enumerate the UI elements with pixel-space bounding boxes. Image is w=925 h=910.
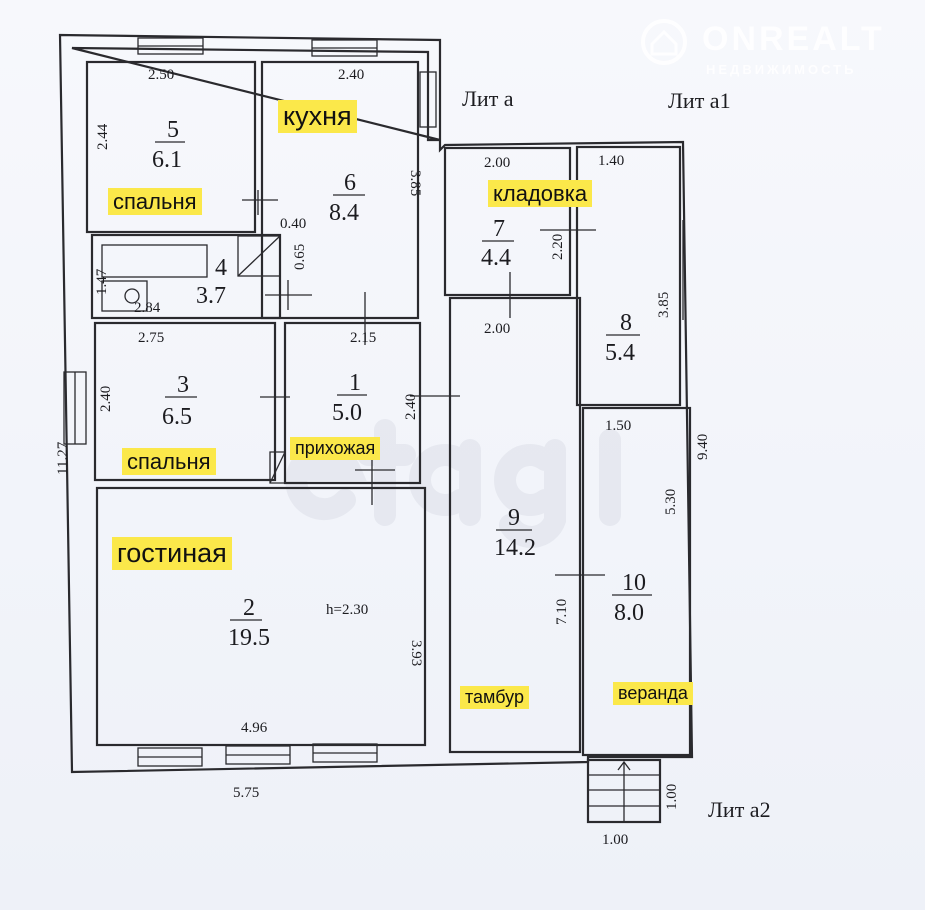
dimensions: 2.50 2.40 2.44 3.85 0.40 0.65 1.47 2.84 …: [55, 67, 711, 848]
dim: 1.00: [602, 832, 628, 848]
dim: 5.30: [663, 489, 679, 515]
dim: 1.00: [664, 784, 680, 810]
brand-text: ONREALT: [702, 20, 885, 58]
room-label-veranda: веранда: [613, 682, 693, 705]
dim: 0.65: [292, 244, 308, 270]
lit-a2-label: Лит а2: [708, 797, 771, 822]
dim: 1.50: [605, 418, 631, 434]
dim: 2.40: [403, 394, 419, 420]
room-8-area: 5.4: [605, 340, 635, 366]
dim: 2.84: [134, 300, 161, 316]
dim: 2.40: [98, 386, 114, 412]
room-label-hallway: прихожая: [290, 437, 381, 460]
dim: 2.50: [148, 67, 174, 83]
room-4-number: 4: [215, 255, 227, 281]
dim: 11.27: [55, 441, 71, 475]
dim: 2.20: [550, 234, 566, 260]
room-numbers: 5 6.1 6 8.4 4 3.7 3 6.5 1 5.0 2 19.5 h=2…: [152, 117, 652, 651]
walls: [58, 33, 694, 824]
room-10-area: 8.0: [614, 600, 644, 626]
dim: 2.75: [138, 330, 164, 346]
dim: 7.10: [554, 599, 570, 625]
dim: 3.85: [656, 292, 672, 318]
dim: 9.40: [695, 434, 711, 460]
dim: 5.75: [233, 785, 259, 801]
dim: 3.85: [407, 170, 423, 196]
dim: 2.40: [338, 67, 364, 83]
room-label-storage: кладовка: [488, 180, 593, 208]
room-2-area: 19.5: [228, 625, 270, 651]
dim: 0.40: [280, 216, 306, 232]
dim: 2.00: [484, 321, 510, 337]
dim: 2.15: [350, 330, 376, 346]
dim: 4.96: [241, 720, 268, 736]
room-2-number: 2: [243, 595, 255, 621]
ceiling-height: h=2.30: [326, 602, 368, 618]
room-5-area: 6.1: [152, 147, 182, 173]
onrealt-logo: ONREALT НЕДВИЖИМОСТЬ: [640, 18, 882, 77]
room-9-number: 9: [508, 505, 520, 531]
dim: 1.40: [598, 153, 624, 169]
dim: 1.47: [94, 268, 110, 295]
room-6-number: 6: [344, 170, 356, 196]
room-label-vestibule: тамбур: [460, 686, 529, 709]
room-10-number: 10: [622, 570, 646, 596]
room-1-number: 1: [349, 370, 361, 396]
room-3-number: 3: [177, 372, 189, 398]
room-label-bedroom-3: спальня: [122, 448, 216, 476]
room-label-kitchen: кухня: [278, 100, 357, 134]
room-4-area: 3.7: [196, 283, 226, 309]
room-6-area: 8.4: [329, 200, 359, 226]
room-7-area: 4.4: [481, 245, 511, 271]
lit-a1-label: Лит а1: [668, 88, 731, 113]
lit-a-label: Лит а: [462, 86, 514, 111]
brand-subtitle: НЕДВИЖИМОСТЬ: [706, 62, 857, 77]
dim: 3.93: [408, 640, 424, 666]
room-5-number: 5: [167, 117, 179, 143]
room-1-area: 5.0: [332, 400, 362, 426]
room-9-area: 14.2: [494, 535, 536, 561]
room-3-area: 6.5: [162, 404, 192, 430]
room-label-living: гостиная: [112, 537, 232, 571]
room-label-bedroom-5: спальня: [108, 188, 202, 216]
dim: 2.44: [95, 123, 111, 150]
room-7-number: 7: [493, 216, 505, 242]
dim: 2.00: [484, 155, 510, 171]
house-icon: [641, 19, 687, 65]
room-8-number: 8: [620, 310, 632, 336]
